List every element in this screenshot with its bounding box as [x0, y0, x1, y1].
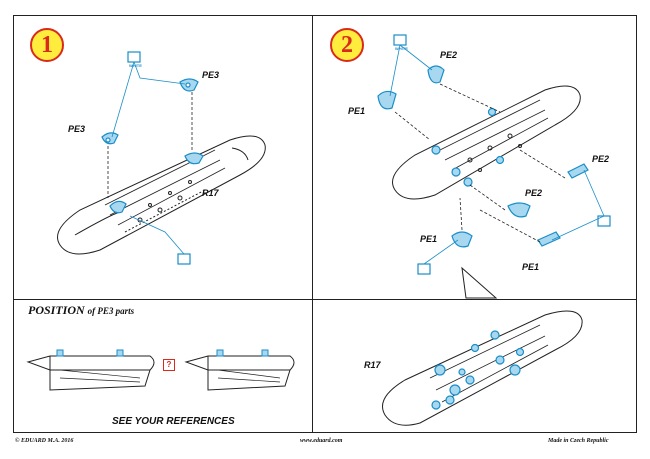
color-tag-white-2: WHITE [395, 46, 408, 51]
label-pe1-bottom-right: PE1 [522, 262, 540, 272]
footer-copyright: © EDUARD M.A. 2016 [15, 438, 74, 444]
pe3-parts-step1 [101, 51, 204, 265]
label-pe2-mid: PE2 [525, 188, 543, 198]
label-pe3-left: PE3 [68, 124, 86, 134]
label-pe1-left: PE1 [348, 106, 366, 116]
step-2-badge: 2 [330, 28, 364, 62]
pod-drawing-step2 [392, 85, 581, 200]
pe3-markers [56, 349, 269, 357]
footer-url: www.eduard.com [300, 438, 343, 444]
divider-horizontal [13, 299, 637, 300]
label-pe3-top: PE3 [202, 70, 220, 80]
label-pe2-top: PE2 [440, 50, 458, 60]
pe-parts-detail [431, 330, 525, 410]
label-pe2-right: PE2 [592, 154, 610, 164]
divider-vertical [312, 15, 313, 433]
footer-made-in: Made in Czech Republic [548, 438, 609, 444]
pod-side-left [26, 355, 155, 391]
see-references: SEE YOUR REFERENCES [112, 416, 235, 427]
pod-detail-drawing [382, 310, 583, 426]
guide-lines-step1 [107, 92, 193, 198]
position-heading: POSITION [28, 303, 85, 317]
label-pe1-bottom-left: PE1 [420, 234, 438, 244]
pe-parts-step2 [377, 34, 611, 275]
leader-lines-step1 [111, 61, 186, 255]
pod-side-right [184, 355, 295, 391]
color-tag-white: WHITE [129, 63, 142, 68]
pod-drawing-step1 [57, 135, 266, 255]
sheet-frame [13, 15, 637, 433]
zoom-callout [461, 266, 498, 299]
guide-lines-step2 [394, 83, 566, 243]
position-title: POSITION of PE3 parts [28, 303, 134, 318]
leader-lines-step2 [389, 44, 605, 265]
question-mark-box: ? [163, 359, 175, 371]
step-1-badge: 1 [30, 28, 64, 62]
position-subtitle: of PE3 parts [87, 306, 135, 316]
label-r17: R17 [202, 188, 219, 198]
label-r17-detail: R17 [364, 360, 381, 370]
